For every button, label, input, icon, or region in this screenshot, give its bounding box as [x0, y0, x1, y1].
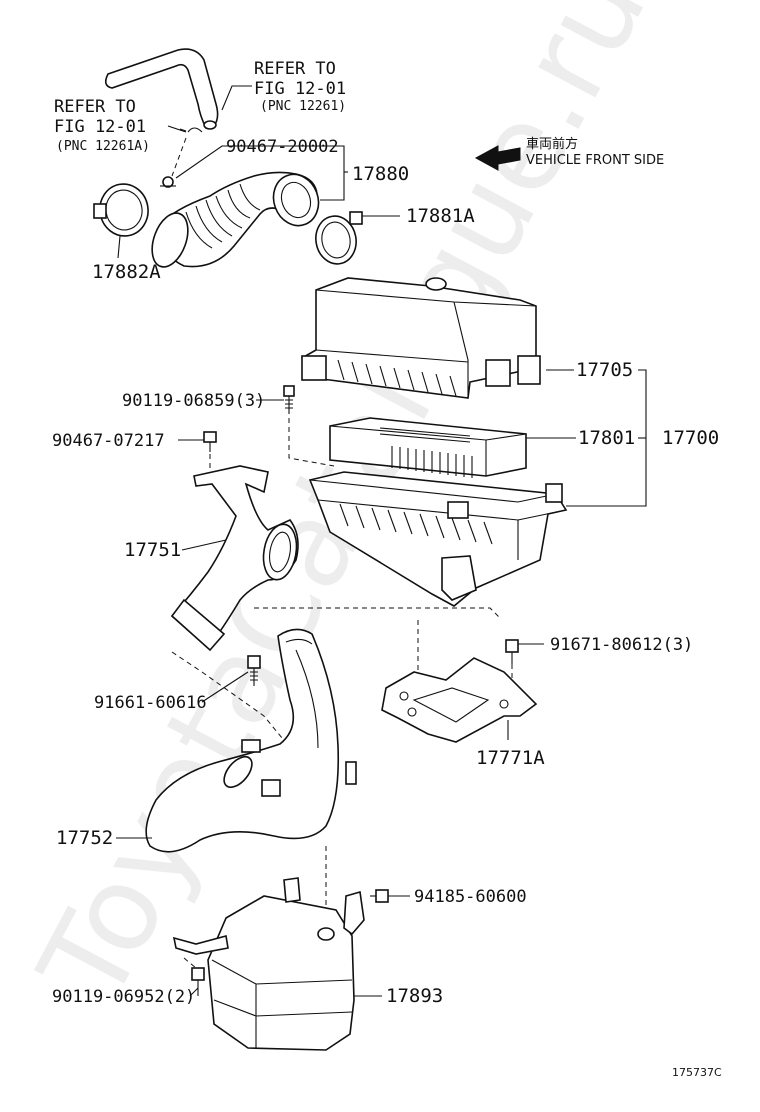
clip-94185-60600-icon — [370, 889, 389, 903]
hose-clamp-17882a — [93, 183, 149, 237]
label-17881a: 17881A — [406, 205, 475, 227]
assembly-line — [288, 418, 335, 467]
label-17705: 17705 — [576, 359, 633, 381]
air-cleaner-cap-17705 — [300, 277, 541, 399]
label-17751: 17751 — [124, 539, 181, 561]
washer-90467-07217-icon — [203, 431, 217, 452]
label-17893: 17893 — [386, 985, 443, 1007]
bolt-91661-60616-icon — [247, 655, 261, 686]
direction-english: VEHICLE FRONT SIDE — [526, 153, 664, 168]
refer-right-line2: FIG 12-01 — [254, 79, 346, 99]
front-direction-arrow-icon — [474, 145, 521, 171]
bolt-90119-06952-icon — [191, 967, 205, 996]
assembly-line — [171, 137, 187, 177]
label-91671-80612: 91671-80612(3) — [550, 635, 693, 655]
leader-lines — [116, 85, 647, 997]
label-90467-20002: 90467-20002 — [226, 137, 339, 157]
direction-japanese: 車両前方 — [526, 136, 578, 152]
label-90119-06859: 90119-06859(3) — [122, 391, 265, 411]
bolt-91671-80612-icon — [505, 639, 519, 664]
label-17771a: 17771A — [476, 747, 545, 769]
inlet-duct-17751 — [170, 465, 299, 652]
breather-hose — [104, 48, 219, 130]
label-17752: 17752 — [56, 827, 113, 849]
filter-element-17801 — [329, 417, 527, 478]
air-cleaner-case — [308, 471, 568, 607]
label-17880: 17880 — [352, 163, 409, 185]
assembly-line — [183, 957, 197, 969]
assembly-line — [171, 651, 301, 761]
label-17700: 17700 — [662, 427, 719, 449]
refer-right-line1: REFER TO — [254, 59, 336, 79]
inlet-duct-17752 — [145, 628, 357, 853]
label-17882a: 17882A — [92, 261, 161, 283]
label-17801: 17801 — [578, 427, 635, 449]
refer-left-line2: FIG 12-01 — [54, 117, 146, 137]
label-90467-07217: 90467-07217 — [52, 431, 165, 451]
refer-right-line3: (PNC 12261) — [260, 99, 346, 114]
label-91661-60616: 91661-60616 — [94, 693, 207, 713]
refer-left-line3: (PNC 12261A) — [56, 139, 150, 154]
resonator-17893 — [172, 877, 365, 1051]
label-94185-60600: 94185-60600 — [414, 887, 527, 907]
diagram-code: 175737C — [672, 1066, 722, 1079]
assembly-line — [254, 607, 501, 619]
bracket-17771a — [381, 657, 538, 743]
hose-clamp-17881a — [315, 211, 363, 265]
refer-left-line1: REFER TO — [54, 97, 136, 117]
air-hose-17880 — [151, 171, 320, 268]
hose-clamp-icon — [179, 127, 203, 133]
clip-icon — [160, 176, 176, 188]
bolt-90119-06859-icon — [283, 385, 295, 414]
label-90119-06952: 90119-06952(2) — [52, 987, 195, 1007]
